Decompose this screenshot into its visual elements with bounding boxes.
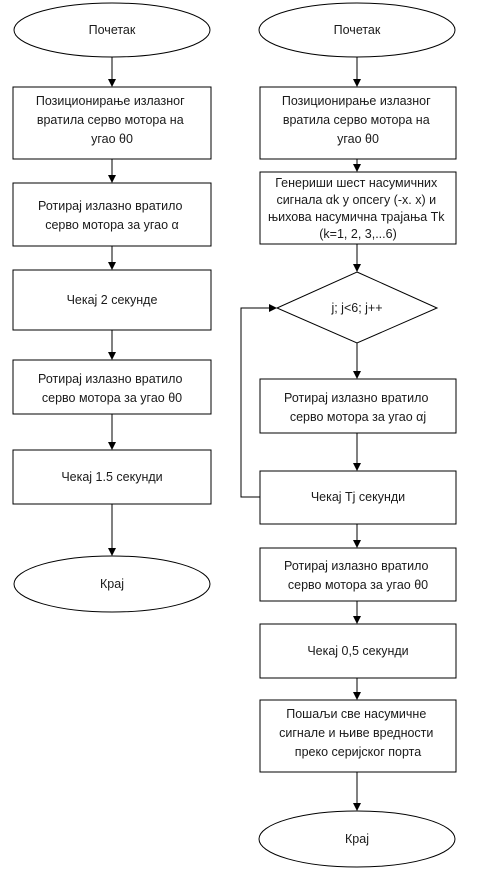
right-end-terminal (258, 810, 456, 868)
left-step3-box (12, 269, 212, 331)
right-step6-text: Чекај 0,5 секунди (307, 644, 408, 658)
right-step1-text: Позиционирање излазног вратила серво мот… (282, 94, 434, 146)
right-step6-box (259, 623, 457, 679)
right-step4-text: Чекај Tj секунди (311, 490, 405, 504)
right-flow: Почетак Позиционирање излазног вратила с… (240, 2, 457, 868)
left-step4-box (12, 359, 212, 415)
left-step5-text: Чекај 1.5 секунди (61, 470, 162, 484)
right-step3-text: Ротирај излазно вратило серво мотора за … (284, 391, 432, 424)
left-end-terminal (13, 555, 211, 613)
right-step5-text: Ротирај излазно вратило серво мотора за … (284, 559, 432, 592)
right-step3-box (259, 378, 457, 434)
right-step5-box (259, 547, 457, 602)
right-end-label: Крај (345, 832, 369, 846)
right-step2-box (259, 171, 457, 245)
right-step4-box (259, 470, 457, 525)
left-step2-text: Ротирај излазно вратило серво мотора за … (38, 199, 186, 232)
left-step1-text: Позиционирање излазног вратила серво мот… (36, 94, 188, 146)
left-end-label: Крај (100, 577, 124, 591)
right-start-label: Почетак (334, 23, 381, 37)
right-step1-box (259, 86, 457, 160)
left-step4-text: Ротирај излазно вратило серво мотора за … (38, 372, 186, 405)
right-step7-box (259, 699, 457, 773)
right-step7-text: Пошаљи све насумичне сигнале и њиве вред… (279, 707, 437, 759)
left-start-label: Почетак (89, 23, 136, 37)
left-flow: Почетак Позиционирање излазног вратила с… (12, 2, 212, 613)
right-loop-back-arrow (240, 304, 277, 498)
right-step2-text: Генериши шест насумичних сигнала αk у оп… (268, 176, 448, 241)
right-decision-label: j; j<6; j++ (330, 301, 382, 315)
left-step3-text: Чекај 2 секунде (67, 293, 158, 307)
left-step5-box (12, 449, 212, 505)
left-step2-box (12, 182, 212, 247)
left-step1-box (12, 86, 212, 160)
